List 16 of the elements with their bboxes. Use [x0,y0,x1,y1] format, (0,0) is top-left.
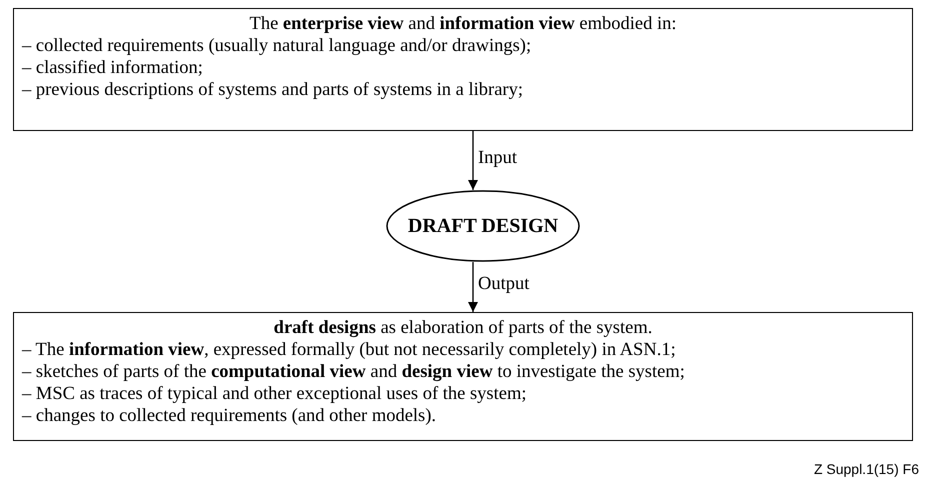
list-item: – collected requirements (usually natural language and/or drawings); [22,35,532,57]
text-box [13,312,913,441]
heading-text: draft designs as elaboration of parts of the system. [272,317,654,339]
list-item: – classified information; [22,57,204,79]
arrow [468,262,478,312]
process-ellipse [386,190,580,262]
list-item: – The information view, expressed formally (but not necessarily completely) in ASN.1; [22,339,677,361]
list-item: – MSC as traces of typical and other exceptional uses of the system; [22,383,528,405]
list-item: – previous descriptions of systems and parts of systems in a library; [22,79,524,101]
node-label: DRAFT DESIGN [408,215,558,237]
text-box [13,8,913,131]
figure-id: Z Suppl.1(15) F6 [814,461,919,477]
list-item: – sketches of parts of the computational view and design view to investigate the system; [22,361,686,383]
list-item: – changes to collected requirements (and other models). [22,405,438,427]
arrow [468,131,478,190]
heading-text: The enterprise view and information view embodied in: [248,13,678,35]
